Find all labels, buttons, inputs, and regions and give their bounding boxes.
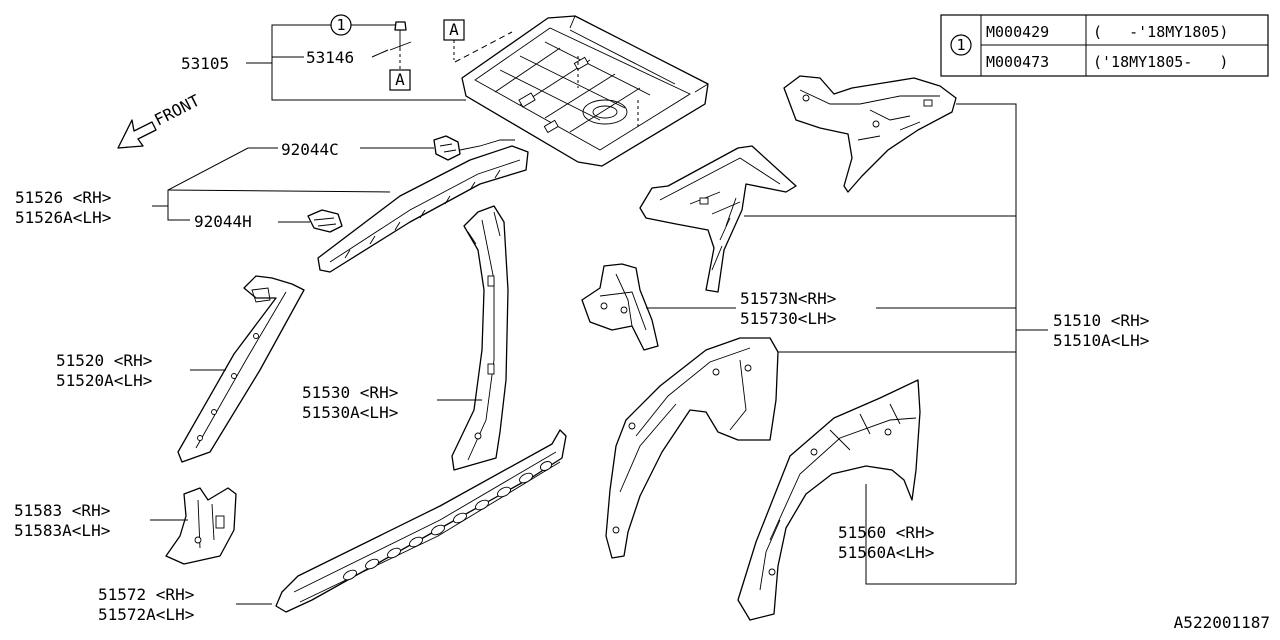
part-label-51572-rh: 51572 <RH> (98, 585, 194, 604)
roof-side-rail-drawing (317, 139, 529, 273)
ref-table-range-2: ('18MY1805- ) (1093, 53, 1228, 71)
ref-a-bolt-letter: A (395, 70, 405, 89)
part-label-92044c: 92044C (281, 140, 339, 159)
ref-table-circle-number: 1 (956, 36, 965, 54)
ref-table-range-1: ( -'18MY1805) (1093, 23, 1228, 41)
part-label-51530-rh: 51530 <RH> (302, 383, 398, 402)
leaders-51526 (152, 147, 434, 223)
gusset-51583-drawing (165, 487, 237, 565)
part-label-51573-lh: 515730<LH> (740, 309, 836, 328)
part-label-51560-rh: 51560 <RH> (838, 523, 934, 542)
part-label-51520-rh: 51520 <RH> (56, 351, 152, 370)
part-label-51583-rh: 51583 <RH> (14, 501, 110, 520)
clip-92044c-drawing (433, 135, 461, 161)
part-label-51520-lh: 51520A<LH> (56, 371, 152, 390)
ref-table-code-2: M000473 (986, 53, 1049, 71)
part-label-51526-rh: 51526 <RH> (15, 188, 111, 207)
wheel-arch-51560-drawing (737, 379, 921, 621)
circle-one-number: 1 (336, 16, 345, 34)
front-arrow-icon (117, 119, 157, 149)
part-label-51573-rh: 51573N<RH> (740, 289, 836, 308)
part-label-51560-lh: 51560A<LH> (838, 543, 934, 562)
bracket-51573-drawing (581, 263, 659, 351)
reference-table: 1 M000429 ( -'18MY1805) M000473 ('18MY18… (940, 14, 1269, 77)
ref-a-top-box: A (443, 19, 465, 60)
quarter-inner-upper-drawing (639, 145, 797, 293)
leaders-53105 (246, 24, 466, 101)
leaders-51510 (744, 103, 1048, 584)
part-label-51530-lh: 51530A<LH> (302, 403, 398, 422)
ref-table-circle (950, 34, 972, 56)
ref-table-code-1: M000429 (986, 23, 1049, 41)
sill-hole-pattern (343, 461, 553, 581)
part-label-53105: 53105 (181, 54, 229, 73)
quarter-upper-panel-drawing (783, 75, 957, 193)
front-pillar-drawing (177, 275, 305, 463)
bolt-53146-drawing (389, 21, 412, 70)
clip-92044h-drawing (307, 209, 343, 233)
leader-51560 (865, 484, 1016, 585)
part-label-53146: 53146 (306, 48, 354, 67)
rear-floor-panel-drawing (454, 15, 709, 167)
part-label-51583-lh: 51583A<LH> (14, 521, 110, 540)
front-direction-indicator: FRONT (117, 91, 203, 149)
center-pillar-drawing (451, 205, 509, 471)
part-label-92044h: 92044H (194, 212, 252, 231)
quarter-inner-lower-drawing (605, 337, 779, 559)
circle-one-callout: 1 (330, 14, 396, 36)
ref-a-bolt-box: A (389, 69, 411, 91)
part-label-51526-lh: 51526A<LH> (15, 208, 111, 227)
part-label-51510-lh: 51510A<LH> (1053, 331, 1149, 350)
part-label-51572-lh: 51572A<LH> (98, 605, 194, 624)
part-label-51510-rh: 51510 <RH> (1053, 311, 1149, 330)
front-label: FRONT (151, 91, 203, 130)
ref-a-top-letter: A (449, 20, 459, 39)
side-sill-drawing (275, 429, 567, 613)
diagram-id: A522001187 (1174, 613, 1270, 632)
